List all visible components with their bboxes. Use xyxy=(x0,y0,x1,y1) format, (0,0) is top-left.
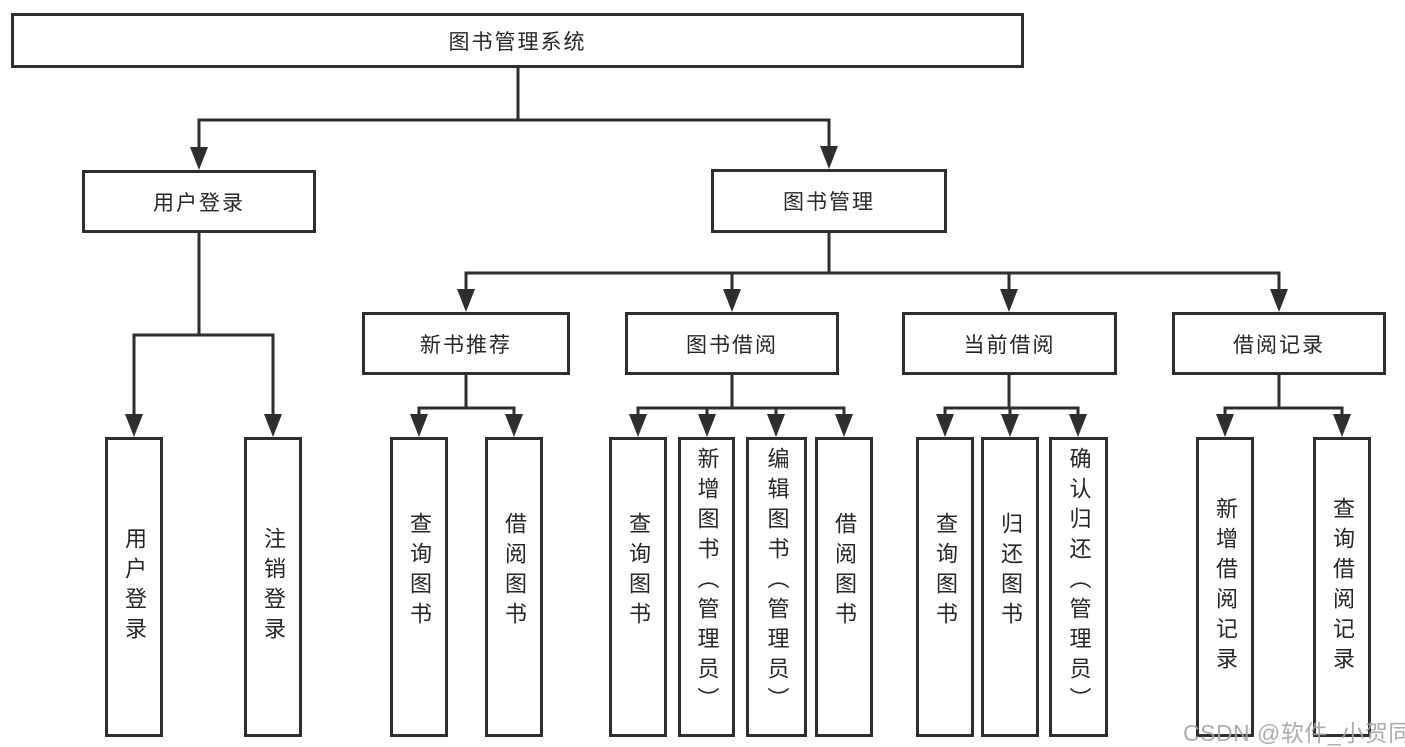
connector-newbook-group xyxy=(417,375,516,418)
leaf-cb-confirm-return-admin: 确认归还（管理员） xyxy=(1049,437,1108,737)
connector-bookmgmt-to-level3 xyxy=(464,233,1281,292)
leaf-br-query-record-label: 查询借阅记录 xyxy=(1330,497,1355,677)
node-borrow-records: 借阅记录 xyxy=(1172,312,1386,375)
leaf-bb-borrow-books-label: 借阅图书 xyxy=(832,512,857,632)
node-current-borrow-label: 当前借阅 xyxy=(963,333,1056,357)
node-borrow-records-label: 借阅记录 xyxy=(1233,333,1325,357)
leaf-bb-add-book-admin-label: 新增图书（管理员） xyxy=(694,447,720,717)
leaf-bb-edit-book-admin: 编辑图书（管理员） xyxy=(746,437,807,737)
node-book-borrow-label: 图书借阅 xyxy=(686,333,778,357)
node-root: 图书管理系统 xyxy=(11,13,1024,68)
node-current-borrow: 当前借阅 xyxy=(902,312,1117,375)
leaf-nb-query-books: 查询图书 xyxy=(390,437,448,737)
connector-root-to-level2 xyxy=(197,68,831,150)
node-book-management-label: 图书管理 xyxy=(783,191,875,214)
leaf-cb-confirm-return-admin-label: 确认归还（管理员） xyxy=(1066,447,1092,717)
leaf-br-add-record-label: 新增借阅记录 xyxy=(1213,497,1238,677)
node-user-login: 用户登录 xyxy=(82,170,316,233)
leaf-cb-return-books: 归还图书 xyxy=(981,437,1039,737)
leaf-br-query-record: 查询借阅记录 xyxy=(1313,437,1371,737)
leaf-cb-query-books-label: 查询图书 xyxy=(933,512,958,632)
connector-records-group xyxy=(1223,375,1344,418)
connector-bookborrow-group xyxy=(636,375,846,418)
leaf-bb-borrow-books: 借阅图书 xyxy=(815,437,873,737)
leaf-bb-query-books: 查询图书 xyxy=(609,437,667,737)
node-book-borrow: 图书借阅 xyxy=(625,312,839,375)
leaf-nb-borrow-books: 借阅图书 xyxy=(485,437,543,737)
arrowheads xyxy=(125,146,1351,437)
leaf-bb-edit-book-admin-label: 编辑图书（管理员） xyxy=(764,447,790,717)
node-book-management: 图书管理 xyxy=(711,169,947,233)
node-new-book-recommend-label: 新书推荐 xyxy=(420,333,512,357)
leaf-logout-label: 注销登录 xyxy=(261,527,286,647)
leaf-nb-query-books-label: 查询图书 xyxy=(407,512,432,632)
leaf-bb-query-books-label: 查询图书 xyxy=(626,512,651,632)
node-new-book-recommend: 新书推荐 xyxy=(362,312,570,375)
leaf-user-login: 用户登录 xyxy=(105,437,163,737)
leaf-br-add-record: 新增借阅记录 xyxy=(1196,437,1254,737)
connector-userlogin-to-leaves xyxy=(132,233,275,418)
leaf-cb-return-books-label: 归还图书 xyxy=(998,512,1023,632)
connector-currentborrow-group xyxy=(943,375,1080,418)
leaf-logout: 注销登录 xyxy=(244,437,302,737)
node-root-label: 图书管理系统 xyxy=(448,30,587,54)
leaf-user-login-label: 用户登录 xyxy=(122,527,147,647)
leaf-bb-add-book-admin: 新增图书（管理员） xyxy=(678,437,735,737)
leaf-nb-borrow-books-label: 借阅图书 xyxy=(502,512,527,632)
leaf-cb-query-books: 查询图书 xyxy=(916,437,974,737)
csdn-watermark: CSDN @软件_小贺同学 xyxy=(1183,720,1405,746)
node-user-login-label: 用户登录 xyxy=(153,191,245,215)
